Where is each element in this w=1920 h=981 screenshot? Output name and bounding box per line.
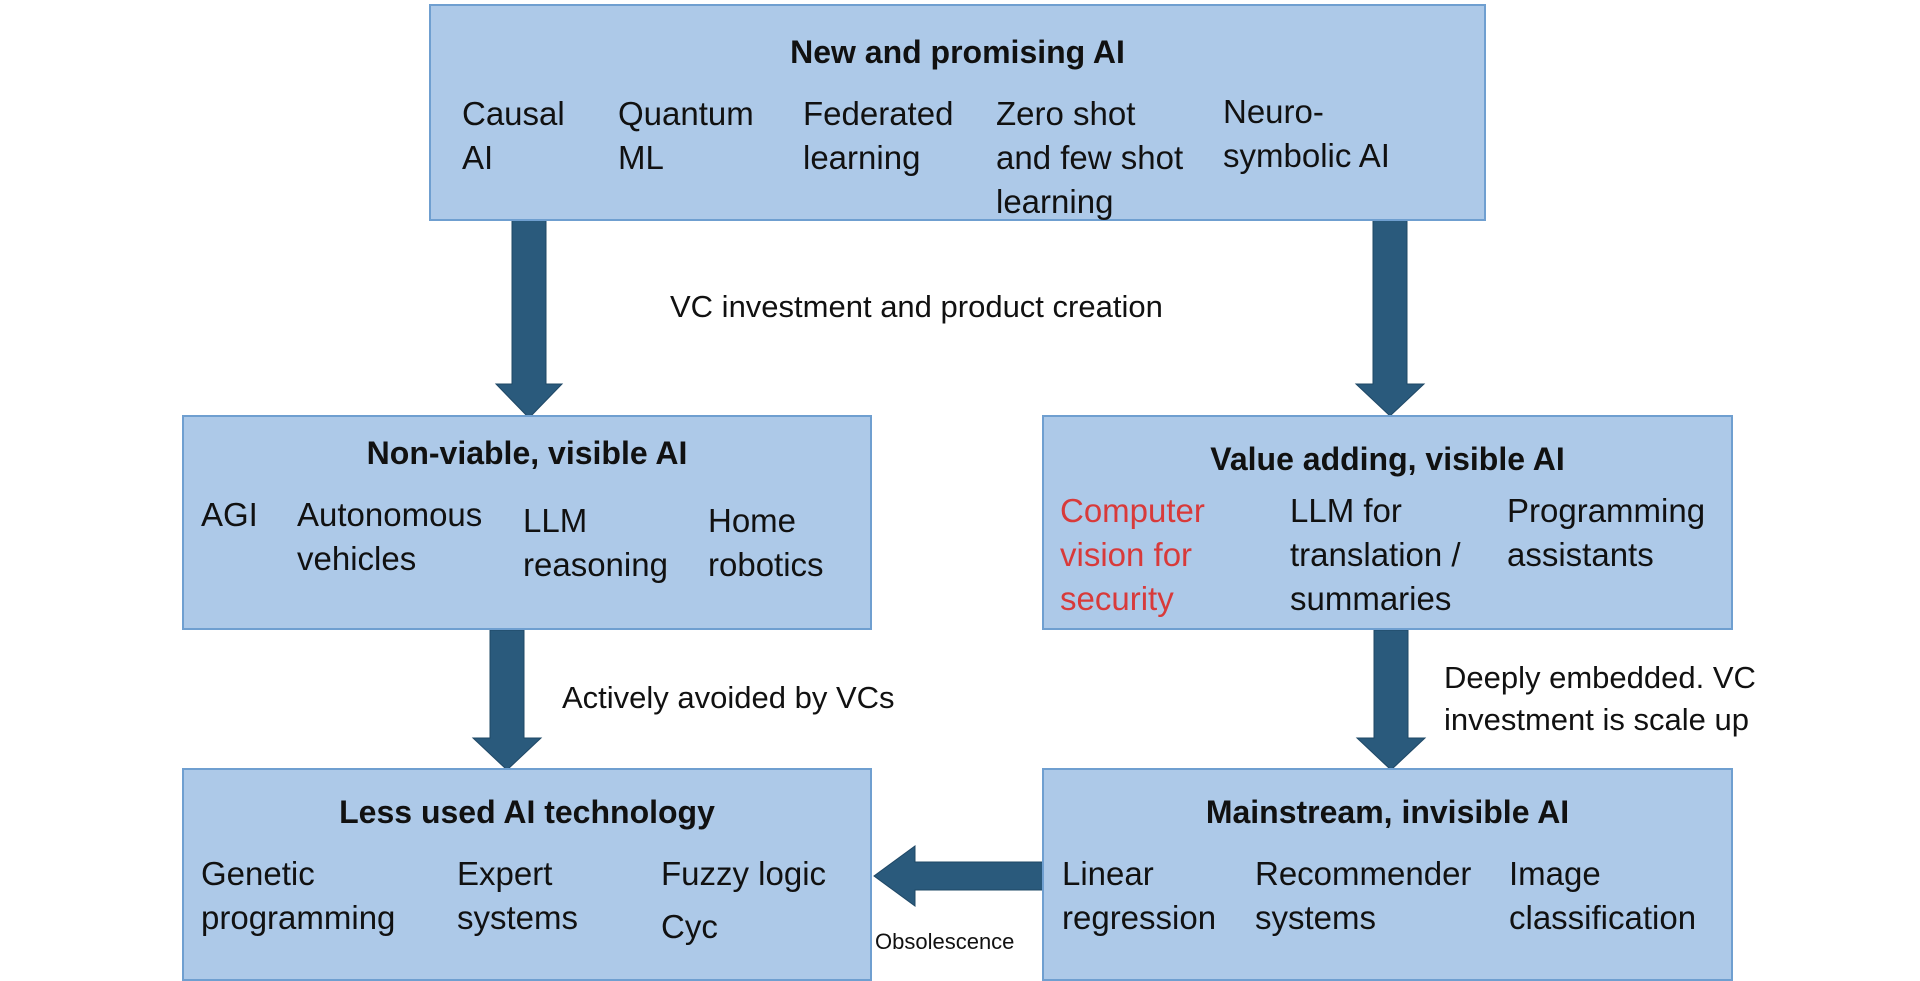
label-vc-investment: VC investment and product creation <box>670 289 1163 324</box>
item-cyc: Cyc <box>661 908 718 945</box>
box-title: New and promising AI <box>790 34 1125 70</box>
item-fuzzy-logic: Fuzzy logic <box>661 855 827 892</box>
item-federated-learning: Federated learning <box>803 95 954 176</box>
item-llm-reasoning: LLM reasoning <box>523 502 668 583</box>
box-less-used-ai: Less used AI technology Genetic programm… <box>182 768 872 981</box>
item-recommender-systems: Recommender systems <box>1255 855 1472 936</box>
box-value-adding-visible-ai: Value adding, visible AI Computer vision… <box>1042 415 1733 630</box>
item-llm-translation: LLM for translation / summaries <box>1290 492 1461 617</box>
box-title: Mainstream, invisible AI <box>1205 794 1570 830</box>
item-zero-few-shot: Zero shot and few shot learning <box>996 95 1184 220</box>
item-programming-assistants: Programming assistants <box>1507 492 1706 573</box>
label-obsolescence: Obsolescence <box>875 929 1015 954</box>
box-title: Value adding, visible AI <box>1210 441 1565 477</box>
item-quantum-ml: Quantum ML <box>618 95 754 176</box>
label-deeply-embedded: Deeply embedded. VC investment is scale … <box>1444 660 1756 737</box>
item-genetic-programming: Genetic programming <box>201 855 396 936</box>
arrow-value-to-mainstream <box>1355 629 1427 771</box>
arrow-nonviable-to-lessused <box>471 629 543 771</box>
item-causal-ai: Causal AI <box>462 95 565 176</box>
item-image-classification: Image classification <box>1509 855 1697 936</box>
item-computer-vision-security: Computer vision for security <box>1060 492 1205 617</box>
arrow-top-to-nonviable <box>494 219 564 419</box>
item-home-robotics: Home robotics <box>708 502 824 583</box>
box-non-viable-visible-ai: Non-viable, visible AI AGI Autonomous ve… <box>182 415 872 630</box>
box-title: Less used AI technology <box>339 794 715 830</box>
item-neuro-symbolic-ai: Neuro- symbolic AI <box>1223 93 1390 174</box>
arrow-mainstream-to-lessused <box>873 845 1049 907</box>
item-expert-systems: Expert systems <box>457 855 579 936</box>
item-autonomous-vehicles: Autonomous vehicles <box>297 496 483 577</box>
item-agi: AGI <box>201 496 258 533</box>
label-actively-avoided: Actively avoided by VCs <box>562 680 895 715</box>
item-linear-regression: Linear regression <box>1062 855 1217 936</box>
arrow-top-to-value <box>1354 217 1426 417</box>
box-new-and-promising-ai: New and promising AI Causal AI Quantum M… <box>429 4 1486 221</box>
box-title: Non-viable, visible AI <box>366 435 688 471</box>
box-mainstream-invisible-ai: Mainstream, invisible AI Linear regressi… <box>1042 768 1733 981</box>
